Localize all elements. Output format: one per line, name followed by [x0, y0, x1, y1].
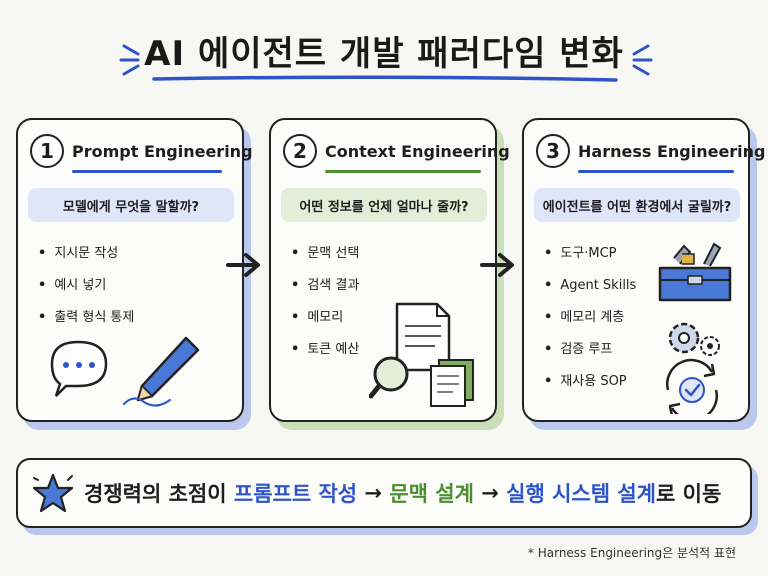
card-question: 모델에게 무엇을 말할까? — [28, 188, 234, 222]
summary-banner: 경쟁력의 초점이 프롬프트 작성 → 문맥 설계 → 실행 시스템 설계 로 이… — [16, 458, 752, 528]
context-illustration — [369, 302, 474, 407]
banner-arrow: → — [473, 481, 507, 505]
card-question: 어떤 정보를 언제 얼마나 줄까? — [281, 188, 487, 222]
speech-bubble-icon — [50, 340, 108, 397]
list-item: 검색 결과 — [291, 270, 359, 302]
list-item: Agent Skills — [544, 270, 636, 302]
sparkle-right-icon — [632, 44, 653, 76]
list-item: 출력 형식 통제 — [38, 302, 134, 334]
list-item: 메모리 — [291, 302, 359, 334]
sparkle-left-icon — [119, 44, 140, 76]
arrow-right-icon — [226, 253, 260, 277]
list-item: 재사용 SOP — [544, 366, 636, 398]
bullet-list: 문맥 선택 검색 결과 메모리 토큰 예산 — [291, 238, 359, 366]
list-item: 예시 넣기 — [38, 270, 134, 302]
bullet-list: 도구·MCP Agent Skills 메모리 계층 검증 루프 재사용 SOP — [544, 238, 636, 398]
card-header: 3 Harness Engineering — [536, 134, 766, 168]
card-header: 1 Prompt Engineering — [30, 134, 253, 168]
step-number: 3 — [536, 134, 570, 168]
card-question: 에이전트를 어떤 환경에서 굴릴까? — [534, 188, 740, 222]
list-item: 검증 루프 — [544, 334, 636, 366]
list-item: 지시문 작성 — [38, 238, 134, 270]
banner-step-prompt: 프롬프트 작성 — [233, 482, 358, 506]
banner-step-system: 실행 시스템 설계 — [506, 482, 657, 506]
card-stack-icon — [430, 359, 474, 407]
list-item: 메모리 계층 — [544, 302, 636, 334]
card-title: Prompt Engineering — [72, 141, 253, 161]
card-context-engineering: 2 Context Engineering 어떤 정보를 언제 얼마나 줄까? … — [269, 118, 510, 422]
prompt-illustration — [50, 336, 200, 407]
gears-icon — [668, 322, 720, 356]
magnifier-icon — [369, 356, 409, 399]
harness-illustration — [658, 242, 732, 414]
card-harness-engineering: 3 Harness Engineering 에이전트를 어떤 환경에서 굴릴까?… — [522, 118, 766, 422]
card-prompt-engineering: 1 Prompt Engineering 모델에게 무엇을 말할까? 지시문 작… — [16, 118, 253, 422]
card-title-underline — [325, 170, 481, 173]
bullet-list: 지시문 작성 예시 넣기 출력 형식 통제 — [38, 238, 134, 334]
step-number: 1 — [30, 134, 64, 168]
banner-arrow: → — [357, 481, 390, 505]
card-title-underline — [578, 170, 734, 173]
card-title: Harness Engineering — [578, 141, 766, 161]
toolbox-icon — [658, 242, 732, 302]
card-header: 2 Context Engineering — [283, 134, 510, 168]
list-item: 도구·MCP — [544, 238, 636, 270]
step-number: 2 — [283, 134, 317, 168]
arrow-right-icon — [480, 253, 514, 277]
star-icon — [32, 473, 74, 513]
banner-prefix: 경쟁력의 초점이 — [84, 482, 234, 506]
cycle-check-icon — [666, 358, 718, 414]
banner-suffix: 로 이동 — [656, 482, 722, 506]
card-title: Context Engineering — [325, 141, 510, 161]
banner-text: 경쟁력의 초점이 프롬프트 작성 → 문맥 설계 → 실행 시스템 설계 로 이… — [84, 460, 721, 526]
footnote: * Harness Engineering은 분석적 표현 — [527, 546, 736, 560]
list-item: 문맥 선택 — [291, 238, 359, 270]
banner-step-context: 문맥 설계 — [389, 482, 474, 506]
list-item: 토큰 예산 — [291, 334, 359, 366]
title-underline — [152, 75, 618, 82]
page-title: AI 에이전트 개발 패러다임 변화 — [144, 34, 624, 74]
title-area: AI 에이전트 개발 패러다임 변화 — [0, 20, 768, 90]
card-title-underline — [72, 170, 222, 173]
pencil-icon — [123, 336, 200, 407]
document-icon — [395, 302, 451, 372]
